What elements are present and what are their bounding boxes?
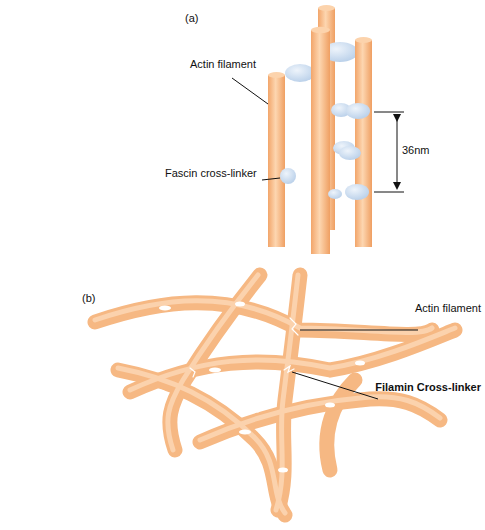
panel-letter: (b) [82, 292, 95, 305]
part-label: Fascin cross-linker [165, 167, 257, 180]
leader-line [262, 178, 280, 180]
filamin-network [95, 275, 455, 515]
part-label: Filamin Cross-linker [375, 381, 481, 394]
actin-filament [355, 40, 372, 247]
leader-line [300, 330, 418, 331]
fascin-cross-linker [280, 168, 296, 184]
fascin-cross-linker [345, 184, 369, 200]
actin-filament [268, 75, 285, 247]
part-label: Actin filament [190, 58, 256, 71]
actin-filament [311, 30, 330, 254]
part-label: Actin filament [415, 302, 481, 315]
fascin-cross-linker [328, 189, 342, 199]
fascin-cross-linker [285, 64, 315, 82]
dimension-label: 36nm [402, 144, 430, 157]
filamin-cross-linker [180, 318, 298, 449]
fascin-cross-linker [346, 103, 370, 119]
fascin-cross-linker [339, 146, 361, 160]
leader-line [292, 372, 378, 399]
fascin-bundle [268, 5, 372, 254]
dimension-arrow [374, 112, 404, 192]
panel-letter: (a) [185, 12, 198, 25]
leader-line [232, 78, 268, 104]
filamin-cross-linker [155, 302, 365, 473]
